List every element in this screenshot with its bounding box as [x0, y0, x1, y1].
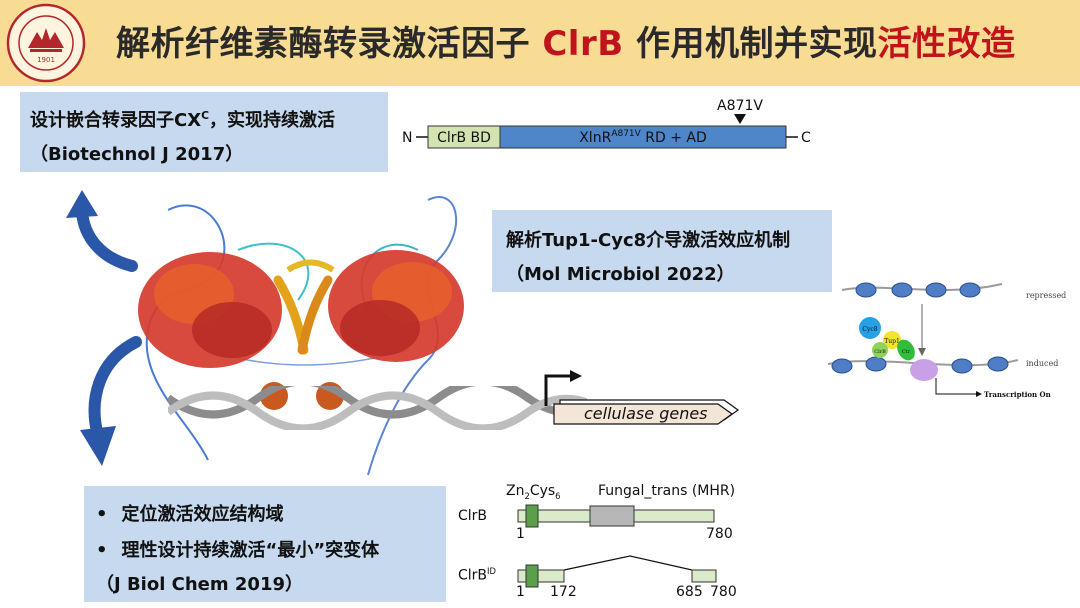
logo-year: 1901 [37, 56, 55, 64]
dna-helix [168, 386, 588, 430]
domain-map-header-fungal: Fungal_trans (MHR) [598, 483, 736, 499]
cys-sub: 6 [555, 490, 561, 501]
fungal-trans-domain [589, 505, 635, 527]
bullet-1-glyph: • [96, 504, 108, 525]
clrb-row-label: ClrB [458, 508, 488, 524]
zn-text: Zn [506, 483, 525, 499]
box-minimal-mutant: • 定位激活效应结构域 • 理性设计持续激活“最小”突变体 （J Biol Chem… [84, 486, 446, 602]
gene-diagram [544, 370, 740, 425]
cyc8-label: Cyc8 [862, 326, 877, 333]
xlnr-main: XlnR [579, 130, 611, 146]
c-terminus-label: C [801, 130, 811, 146]
title-highlight: 活性改造 [877, 24, 1016, 64]
clrbid-zn2cys6-domain [525, 564, 539, 588]
bullet-2-glyph: • [96, 540, 108, 561]
repressed-label: repressed [1026, 291, 1066, 300]
promoter-arrow-icon [544, 374, 572, 406]
clrbid-pos-685: 685 [676, 584, 703, 600]
other-factor-label: Ctr [902, 349, 911, 355]
header-bar [0, 0, 1080, 86]
curved-arrow-up-icon [66, 190, 138, 272]
xlnr-tail: RD + AD [641, 130, 707, 146]
clrbid-end-pos: 780 [710, 584, 737, 600]
clrbid-domain-map [517, 555, 717, 588]
title-protein: ClrB [542, 24, 624, 64]
clrbid-start-pos: 1 [516, 584, 525, 600]
bullet-2-text: 理性设计持续激活“最小”突变体 [121, 540, 380, 561]
xlnr-sup: A871V [611, 129, 641, 139]
box3-citation: （J Biol Chem 2019） [96, 574, 304, 595]
curved-arrow-down-icon [80, 336, 142, 466]
cys-text: Cys [529, 483, 556, 499]
n-terminus-label: N [402, 130, 412, 146]
mutation-label: A871V [717, 98, 763, 114]
clrb-model-label: ClrB [874, 349, 886, 355]
box-chimeric-tf: 设计嵌合转录因子CXC，实现持续激活 （Biotechnol J 2017） [20, 92, 388, 172]
bullet-1-text: 定位激活效应结构域 [121, 504, 284, 525]
title-prefix: 解析纤维素酶转录激活因子 [116, 24, 543, 64]
title-middle: 作用机制并实现 [623, 24, 878, 64]
box1-line1-sup: C [201, 109, 210, 122]
induced-label: induced [1026, 359, 1058, 368]
box-chimeric-citation: （Biotechnol J 2017） [30, 144, 244, 165]
clrb-end-pos: 780 [706, 526, 733, 542]
clrbid-row-label: ClrBID [458, 566, 496, 584]
mutation-arrow-icon [734, 114, 746, 124]
box-chimeric-line1: 设计嵌合转录因子CXC，实现持续激活 [30, 106, 335, 132]
box1-line1-tail: ，实现持续激活 [209, 110, 336, 131]
xlnr-domain-label: XlnRA871V RD + AD [579, 129, 707, 146]
gene-label: cellulase genes [584, 404, 708, 423]
clrbid-main: ClrB [458, 567, 488, 584]
gene-box [553, 403, 734, 425]
clrbid-pos-172: 172 [550, 584, 577, 600]
clrbid-sup: ID [487, 566, 496, 576]
protein-structure-figure [138, 196, 464, 476]
zn-sub: 2 [524, 490, 530, 501]
bullet-item-2: • 理性设计持续激活“最小”突变体 [96, 536, 379, 562]
bullet-item-1: • 定位激活效应结构域 [96, 500, 284, 526]
deletion-connector [563, 555, 693, 571]
fusion-protein-diagram: N ClrB BD XlnRA871V RD + AD C A871V [402, 98, 811, 149]
box1-line1-main: 设计嵌合转录因子CX [30, 110, 202, 131]
page-title: 解析纤维素酶转录激活因子 ClrB 作用机制并实现活性改造 [116, 16, 1015, 65]
tup1-label: Tup1 [884, 338, 900, 345]
box2-citation: （Mol Microbiol 2022） [506, 264, 735, 285]
box2-line1: 解析Tup1-Cyc8介导激活效应机制 [506, 230, 791, 251]
tup1-cyc8-model-figure: repressed Cyc8 Tup1 ClrB Ctr induced Tra… [827, 282, 1066, 399]
clrb-start-pos: 1 [516, 526, 525, 542]
clrb-domain-map [517, 504, 715, 528]
university-logo: 1901 [6, 3, 86, 83]
zn2cys6-domain [525, 504, 539, 528]
domain-map-header-zn: Zn2Cys6 [506, 483, 561, 501]
transcription-on-label: Transcription On [984, 390, 1051, 399]
clrb-bd-label: ClrB BD [437, 130, 491, 146]
box-tup1-mechanism: 解析Tup1-Cyc8介导激活效应机制 （Mol Microbiol 2022） [492, 210, 832, 292]
